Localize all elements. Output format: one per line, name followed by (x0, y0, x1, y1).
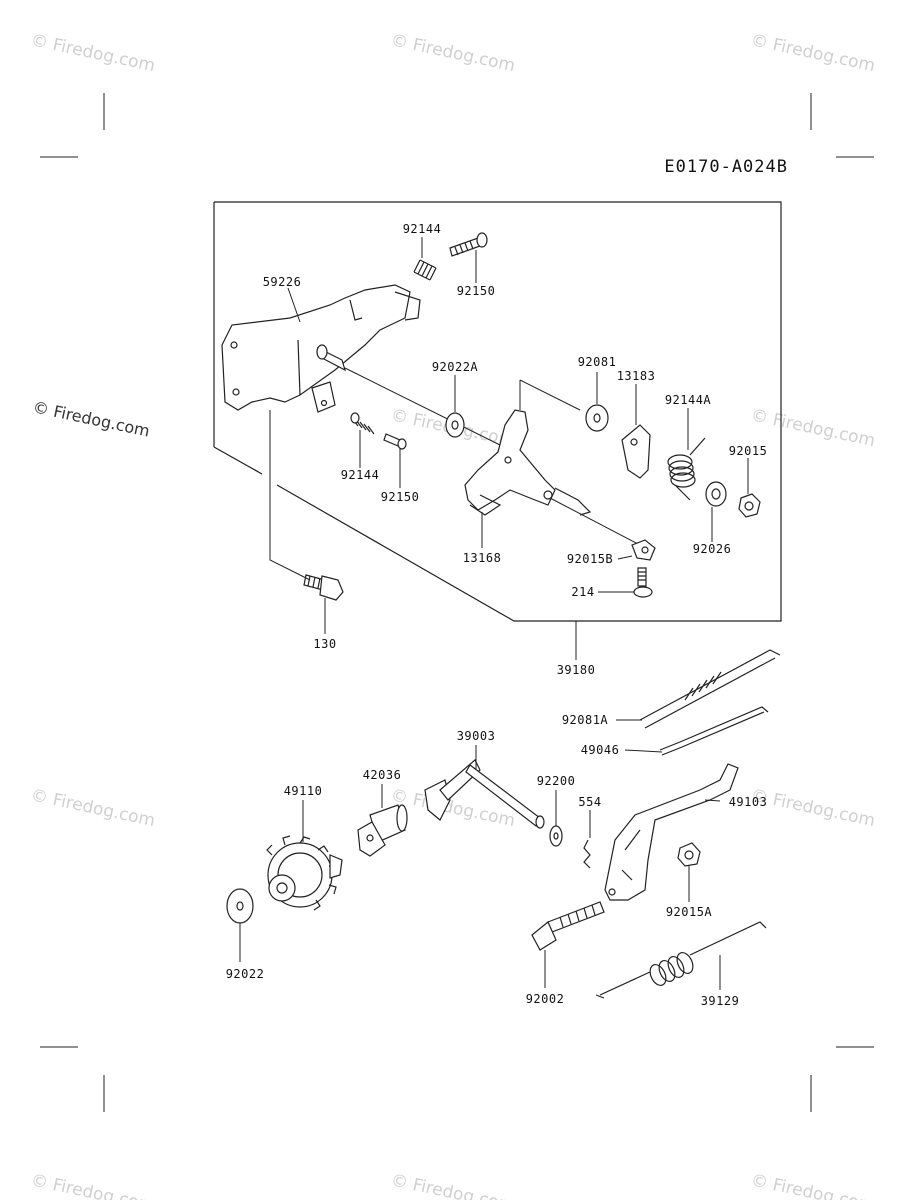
part-number-92015: 92015 (729, 444, 768, 458)
bracket-plate-59226 (221, 284, 421, 413)
watermark-group: © Firedog.com © Firedog.com © Firedog.co… (29, 30, 877, 1200)
spring-92081A (639, 649, 781, 729)
washer-92022A (445, 412, 465, 438)
part-number-92150: 92150 (457, 284, 496, 298)
washer-92022 (226, 888, 254, 924)
screw-92150-top (449, 232, 488, 257)
assembly-frame (214, 201, 782, 622)
watermark: © Firedog.com (749, 785, 877, 831)
part-number-554: 554 (578, 795, 601, 809)
watermark: © Firedog.com (29, 30, 157, 76)
part-number-92144: 92144 (403, 222, 442, 236)
part-number-92150: 92150 (381, 490, 420, 504)
nut-92015 (738, 493, 761, 518)
spring-92144-top (413, 259, 437, 281)
bolt-130 (303, 574, 344, 601)
bolt-92002 (531, 901, 605, 951)
watermark: © Firedog.com (29, 1170, 157, 1200)
spring-92144A (667, 437, 706, 501)
lever-13168 (464, 380, 592, 516)
watermark: © Firedog.com (749, 1170, 877, 1200)
plate-13183 (621, 424, 651, 479)
lever-49103 (604, 763, 739, 901)
part-number-92081A: 92081A (562, 713, 609, 727)
watermark: © Firedog.com (389, 1170, 517, 1200)
screw-214 (633, 567, 653, 598)
part-number-92022: 92022 (226, 967, 265, 981)
part-labels: 92144 92150 59226 92022A 92081 13183 921… (226, 222, 768, 1008)
watermark-dark: © Firedog.com (31, 397, 151, 440)
rod-49046 (659, 706, 769, 756)
part-number-214: 214 (571, 585, 594, 599)
part-number-92002: 92002 (526, 992, 565, 1006)
part-number-92015B: 92015B (567, 552, 613, 566)
watermark: © Firedog.com (749, 30, 877, 76)
gear-49110 (266, 835, 343, 911)
part-number-92200: 92200 (537, 774, 576, 788)
crop-marks (40, 93, 874, 1112)
part-number-92144: 92144 (341, 468, 380, 482)
part-number-92015A: 92015A (666, 905, 713, 919)
diagram-code: E0170-A024B (664, 157, 788, 177)
leader-lines (239, 237, 749, 990)
part-number-13183: 13183 (617, 369, 656, 383)
watermark: © Firedog.com (749, 405, 877, 451)
washer-92200 (549, 825, 563, 847)
part-number-92026: 92026 (693, 542, 732, 556)
washer-92081 (585, 404, 609, 432)
watermark: © Firedog.com (389, 30, 517, 76)
part-number-59226: 59226 (263, 275, 302, 289)
part-number-42036: 42036 (363, 768, 402, 782)
part-number-39003: 39003 (457, 729, 496, 743)
collar-92026 (705, 481, 727, 507)
watermark: © Firedog.com (29, 785, 157, 831)
part-number-92022A: 92022A (432, 360, 479, 374)
part-number-39129: 39129 (701, 994, 740, 1008)
screw-92150-lower (383, 433, 407, 450)
part-number-49103: 49103 (729, 795, 768, 809)
part-number-39180: 39180 (557, 663, 596, 677)
shaft-lever-39003 (424, 759, 545, 829)
nut-92015A (677, 842, 701, 867)
part-number-130: 130 (313, 637, 336, 651)
part-number-92144A: 92144A (665, 393, 712, 407)
part-number-49110: 49110 (284, 784, 323, 798)
part-number-49046: 49046 (581, 743, 620, 757)
part-number-92081: 92081 (578, 355, 617, 369)
nut-92015B (631, 539, 656, 561)
part-number-13168: 13168 (463, 551, 502, 565)
spring-92144-lower (350, 412, 375, 435)
spring-39129 (595, 921, 767, 999)
clip-554 (583, 839, 591, 869)
governor-42036 (357, 804, 408, 857)
